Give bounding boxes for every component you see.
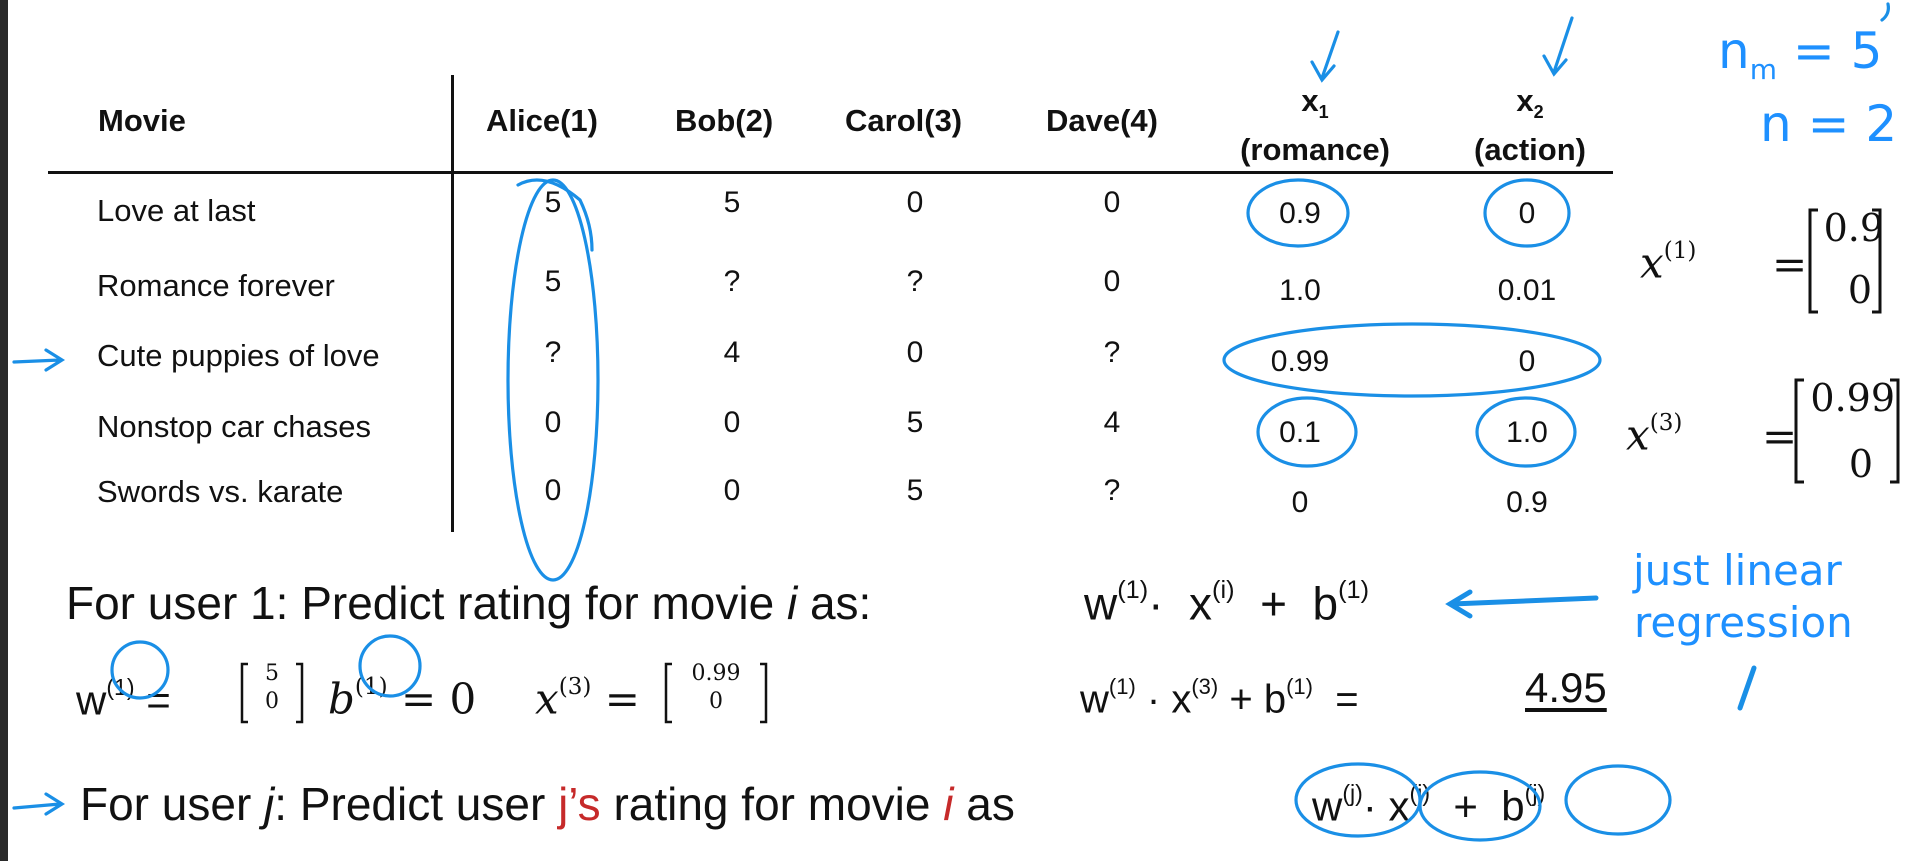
x1-vector-right-bracket — [1872, 208, 1882, 314]
alice-column-ellipse-icon — [506, 178, 600, 582]
x3-vector-equals: = — [1762, 412, 1798, 461]
circle-x1-row1-icon — [1246, 178, 1350, 248]
table-vertical-divider — [451, 75, 454, 532]
rating-cell: 5 — [906, 406, 924, 439]
arrow-right-row3-icon — [12, 348, 66, 372]
annotation-nm: nm = 5 — [1718, 22, 1883, 86]
circle-w1-sup-icon — [110, 640, 170, 700]
w1-vector-right-bracket — [296, 662, 304, 724]
rating-cell: ? — [1103, 336, 1121, 369]
header-movie: Movie — [98, 103, 186, 138]
feature-x1-cell: 0.1 — [1279, 416, 1321, 449]
calculation-expression: w(1) · x(3) + b(1) = — [1080, 674, 1359, 722]
rating-cell: 0 — [723, 474, 741, 507]
movie-title: Nonstop car chases — [97, 409, 371, 444]
annotation-regression: regression — [1634, 598, 1853, 647]
x3-inline-left-bracket — [664, 662, 672, 724]
x3-vector-label: x(3) — [1626, 410, 1683, 460]
rating-cell: 0 — [906, 186, 924, 219]
rating-cell: ? — [1103, 474, 1121, 507]
user1-formula: w(1)· x(i) + b(1) — [1084, 576, 1370, 630]
annotation-n: n = 2 — [1760, 95, 1898, 153]
x1-vector-top: 0.9 — [1823, 206, 1884, 250]
rating-cell: 5 — [544, 186, 562, 219]
x3-vector-left-bracket — [1794, 378, 1804, 484]
row3-feature-ellipse-icon — [1222, 322, 1602, 398]
rating-cell: 0 — [544, 474, 562, 507]
header-x1: x1 (romance) — [1240, 83, 1390, 168]
rating-cell: 4 — [723, 336, 741, 369]
movie-title: Cute puppies of love — [97, 338, 380, 373]
circle-x1-row4-icon — [1256, 396, 1358, 468]
w1-vector-left-bracket — [240, 662, 248, 724]
arrow-left-linear-icon — [1445, 589, 1599, 619]
top-right-mark-icon — [1880, 2, 1890, 22]
rating-cell: 4 — [1103, 406, 1121, 439]
movie-title: Love at last — [97, 193, 256, 228]
arrow-down-x2-icon — [1542, 16, 1574, 77]
circle-wj-icon — [1294, 762, 1422, 838]
feature-x2-cell: 1.0 — [1506, 416, 1548, 449]
header-user-1: Alice(1) — [486, 103, 598, 138]
slash-mark-icon — [1737, 665, 1757, 711]
circle-b1-sup-icon — [358, 634, 422, 698]
x3-vector-right-bracket — [1890, 378, 1900, 484]
rating-cell: 0 — [723, 406, 741, 439]
circle-bj-icon — [1564, 764, 1672, 836]
circle-x2-row4-icon — [1475, 396, 1577, 468]
header-user-2: Bob(2) — [675, 103, 774, 138]
header-user-3: Carol(3) — [845, 103, 963, 138]
header-user-4: Dave(4) — [1046, 103, 1158, 138]
circle-x2-row1-icon — [1483, 178, 1571, 248]
x3-inline-right-bracket — [760, 662, 768, 724]
rating-cell: 0 — [906, 336, 924, 369]
x3-vector-bottom: 0 — [1848, 442, 1873, 486]
alice-ellipse-start-icon — [516, 178, 594, 252]
x1-vector-bottom: 0 — [1847, 268, 1872, 312]
movie-title: Swords vs. karate — [97, 474, 344, 509]
rating-cell: ? — [906, 265, 924, 298]
arrow-right-userj-icon — [12, 792, 66, 816]
x1-vector-left-bracket — [1808, 208, 1818, 314]
calculation-result: 4.95 — [1525, 664, 1607, 711]
rating-cell: ? — [544, 336, 562, 369]
user1-predict-text: For user 1: Predict rating for movie i a… — [66, 577, 872, 629]
rating-cell: 0 — [1103, 265, 1121, 298]
rating-cell: 0 — [1103, 186, 1121, 219]
left-edge-bar — [0, 0, 8, 861]
arrow-down-x1-icon — [1310, 30, 1340, 83]
feature-x2-cell: 0 — [1518, 197, 1536, 230]
rating-cell: 0 — [544, 406, 562, 439]
rating-cell: 5 — [544, 265, 562, 298]
feature-x2-cell: 0.9 — [1506, 486, 1548, 519]
x1-vector-label: x(1) — [1640, 238, 1697, 288]
x1-vector-equals: = — [1772, 240, 1808, 289]
rating-cell: ? — [723, 265, 741, 298]
x3-vector-top: 0.99 — [1810, 376, 1895, 420]
feature-x1-cell: 0 — [1291, 486, 1309, 519]
rating-cell: 5 — [723, 186, 741, 219]
feature-x1-cell: 0.9 — [1279, 197, 1321, 230]
rating-cell: 5 — [906, 474, 924, 507]
header-x2: x2 (action) — [1474, 83, 1586, 168]
annotation-just-linear: just linear — [1633, 546, 1842, 595]
feature-x1-cell: 0.99 — [1270, 345, 1330, 378]
x3-definition: x(3) = — [535, 674, 640, 724]
userj-predict-text: For user j: Predict user j’s rating for … — [80, 778, 1015, 830]
movie-title: Romance forever — [97, 268, 335, 303]
feature-x2-cell: 0.01 — [1497, 274, 1557, 307]
feature-x2-cell: 0 — [1518, 345, 1536, 378]
circle-xi-icon — [1418, 770, 1542, 842]
feature-x1-cell: 1.0 — [1279, 274, 1321, 307]
table-header-divider — [48, 171, 1613, 174]
